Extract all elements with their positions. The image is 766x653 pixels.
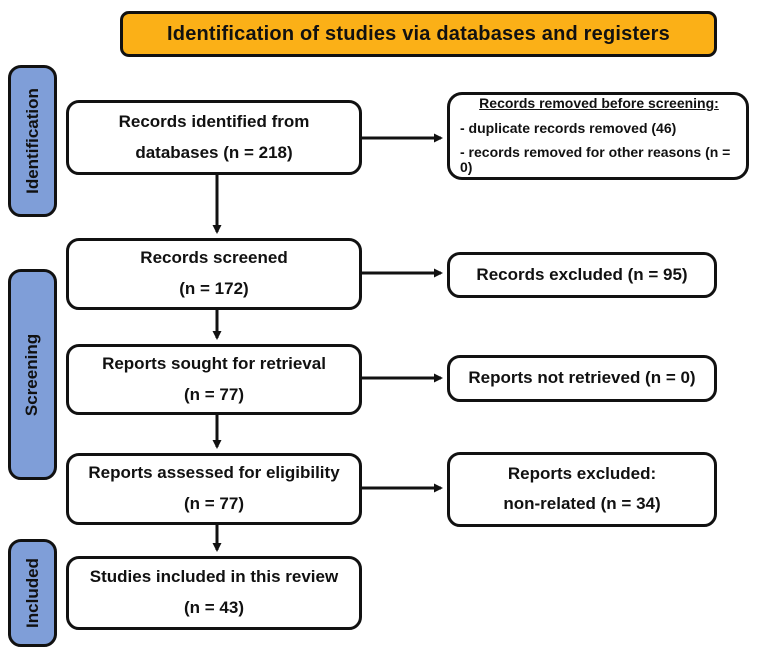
box-line: Reports assessed for eligibility — [88, 463, 340, 483]
side-box-item: - duplicate records removed (46) — [460, 119, 677, 136]
box-reports-assessed: Reports assessed for eligibility (n = 77… — [66, 453, 362, 525]
stage-text: Identification — [22, 88, 42, 194]
box-line: (n = 43) — [184, 598, 244, 617]
box-records-removed-before-screening: Records removed before screening: - dupl… — [447, 92, 749, 180]
stage-label-identification: Identification — [8, 65, 57, 217]
diagram-title: Identification of studies via databases … — [167, 22, 670, 45]
box-line: databases (n = 218) — [135, 142, 293, 162]
box-line: (n = 172) — [179, 279, 249, 298]
side-box-heading: Records removed before screening: — [479, 95, 719, 112]
box-reports-not-retrieved: Reports not retrieved (n = 0) — [447, 355, 717, 402]
box-records-identified: Records identified from databases (n = 2… — [66, 100, 362, 175]
box-line: Records identified from — [118, 111, 310, 131]
stage-text: Included — [22, 558, 42, 628]
box-line: (n = 77) — [184, 384, 244, 404]
box-line: Records excluded (n = 95) — [476, 264, 688, 284]
box-records-excluded: Records excluded (n = 95) — [447, 252, 717, 298]
stage-label-screening: Screening — [8, 269, 57, 480]
box-studies-included: Studies included in this review (n = 43) — [66, 556, 362, 630]
box-reports-sought: Reports sought for retrieval (n = 77) — [66, 344, 362, 415]
box-line: non-related (n = 34) — [503, 494, 661, 513]
stage-label-included: Included — [8, 539, 57, 647]
box-line: Studies included in this review — [89, 567, 339, 587]
title-banner: Identification of studies via databases … — [120, 11, 717, 57]
box-line: Reports excluded: — [507, 464, 657, 484]
box-records-screened: Records screened (n = 172) — [66, 238, 362, 310]
box-reports-excluded-nonrelated: Reports excluded: non-related (n = 34) — [447, 452, 717, 527]
box-line: Reports not retrieved (n = 0) — [468, 368, 696, 388]
box-line: Reports sought for retrieval — [102, 353, 326, 373]
box-line: Records screened — [140, 248, 288, 268]
side-box-item: - records removed for other reasons (n =… — [460, 144, 731, 176]
stage-text: Screening — [22, 333, 42, 416]
box-line: (n = 77) — [184, 494, 244, 513]
